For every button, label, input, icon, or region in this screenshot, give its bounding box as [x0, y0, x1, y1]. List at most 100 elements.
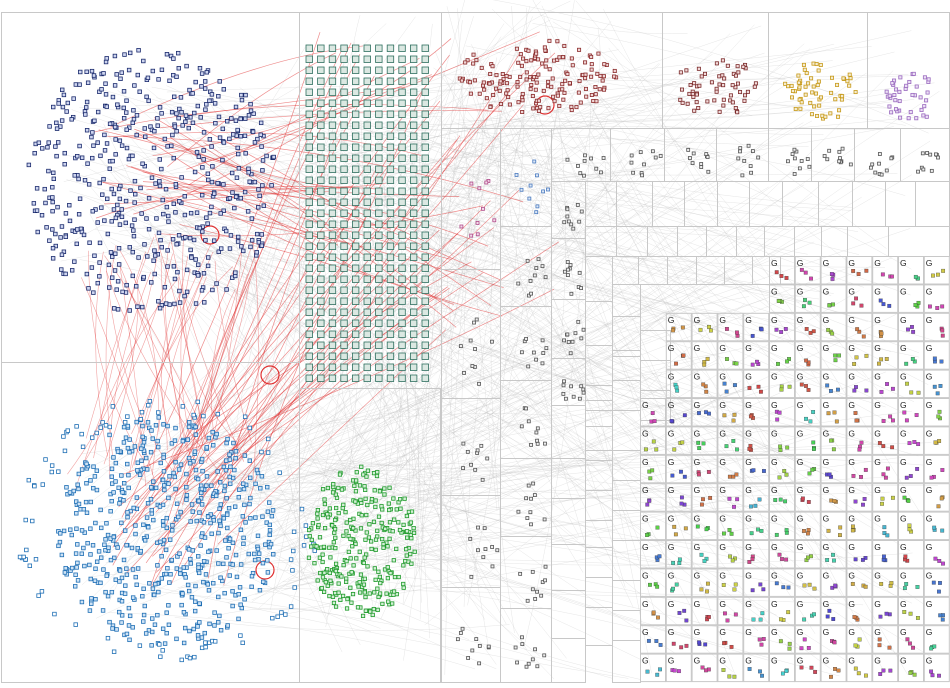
node: [854, 500, 858, 504]
node: [188, 629, 192, 633]
node: [647, 639, 651, 643]
node: [376, 78, 383, 85]
node: [652, 440, 656, 444]
node: [806, 532, 810, 536]
node: [200, 193, 204, 197]
node: [120, 621, 124, 625]
node: [590, 157, 593, 160]
node: [671, 587, 675, 591]
node: [854, 90, 857, 93]
node: [543, 654, 546, 657]
node: [200, 457, 204, 461]
node: [930, 476, 934, 480]
node: [318, 309, 325, 316]
node: [74, 573, 78, 577]
mini-group-label: G: [719, 485, 726, 495]
node: [590, 75, 593, 78]
node: [387, 502, 390, 505]
node: [268, 523, 272, 527]
node: [306, 342, 313, 349]
node: [730, 532, 734, 536]
node: [728, 497, 732, 501]
node: [261, 561, 265, 565]
node: [697, 473, 701, 477]
node: [829, 675, 833, 679]
node: [544, 65, 547, 68]
node: [721, 59, 724, 62]
node: [361, 614, 364, 617]
mini-group-label: G: [719, 372, 726, 382]
node: [159, 655, 163, 659]
node: [597, 52, 600, 55]
mini-group-label: G: [848, 428, 855, 438]
node: [808, 472, 812, 476]
node: [399, 166, 406, 173]
node: [732, 439, 736, 443]
node: [590, 93, 593, 96]
mini-group-label: G: [694, 542, 701, 552]
node: [341, 265, 348, 272]
node: [120, 599, 124, 603]
node: [142, 587, 146, 591]
node: [91, 131, 95, 135]
mini-group-label: G: [823, 485, 830, 495]
node: [85, 272, 89, 276]
node: [172, 471, 176, 475]
node: [341, 45, 348, 52]
node: [551, 77, 554, 80]
node: [833, 641, 837, 645]
node: [161, 627, 165, 631]
node: [352, 100, 359, 107]
mini-group-label: G: [874, 400, 881, 410]
node: [82, 507, 86, 511]
node: [387, 320, 394, 327]
node: [537, 99, 540, 102]
node: [76, 579, 80, 583]
node: [57, 470, 61, 474]
node: [579, 101, 582, 104]
node: [306, 298, 313, 305]
node: [599, 74, 602, 77]
node: [733, 383, 737, 387]
node: [782, 585, 786, 589]
node: [163, 285, 167, 289]
node: [91, 486, 95, 490]
node: [481, 207, 484, 210]
node: [266, 451, 270, 455]
mini-group-label: G: [926, 400, 933, 410]
node: [828, 473, 832, 477]
node: [337, 591, 340, 594]
node: [329, 579, 332, 582]
node: [329, 89, 336, 96]
node: [200, 72, 204, 76]
mini-group-label: G: [900, 627, 907, 637]
node: [136, 469, 140, 473]
node: [810, 666, 814, 670]
node: [172, 202, 176, 206]
node: [648, 583, 652, 587]
node: [707, 325, 711, 329]
node: [383, 487, 386, 490]
node: [318, 364, 325, 371]
node: [399, 45, 406, 52]
node: [341, 199, 348, 206]
node: [92, 465, 96, 469]
node: [175, 129, 179, 133]
node: [802, 529, 806, 533]
node: [329, 188, 336, 195]
mini-group-label: G: [642, 599, 649, 609]
node: [63, 571, 67, 575]
node: [114, 578, 118, 582]
node: [562, 392, 565, 395]
node: [99, 154, 103, 158]
node: [891, 496, 895, 500]
node: [851, 582, 855, 586]
node: [85, 462, 89, 466]
node: [848, 73, 851, 76]
node: [175, 75, 179, 79]
mini-group-label: G: [771, 286, 778, 296]
mini-group-label: G: [771, 656, 778, 666]
mini-group-label: G: [926, 514, 933, 524]
node: [306, 188, 313, 195]
node: [127, 68, 131, 72]
